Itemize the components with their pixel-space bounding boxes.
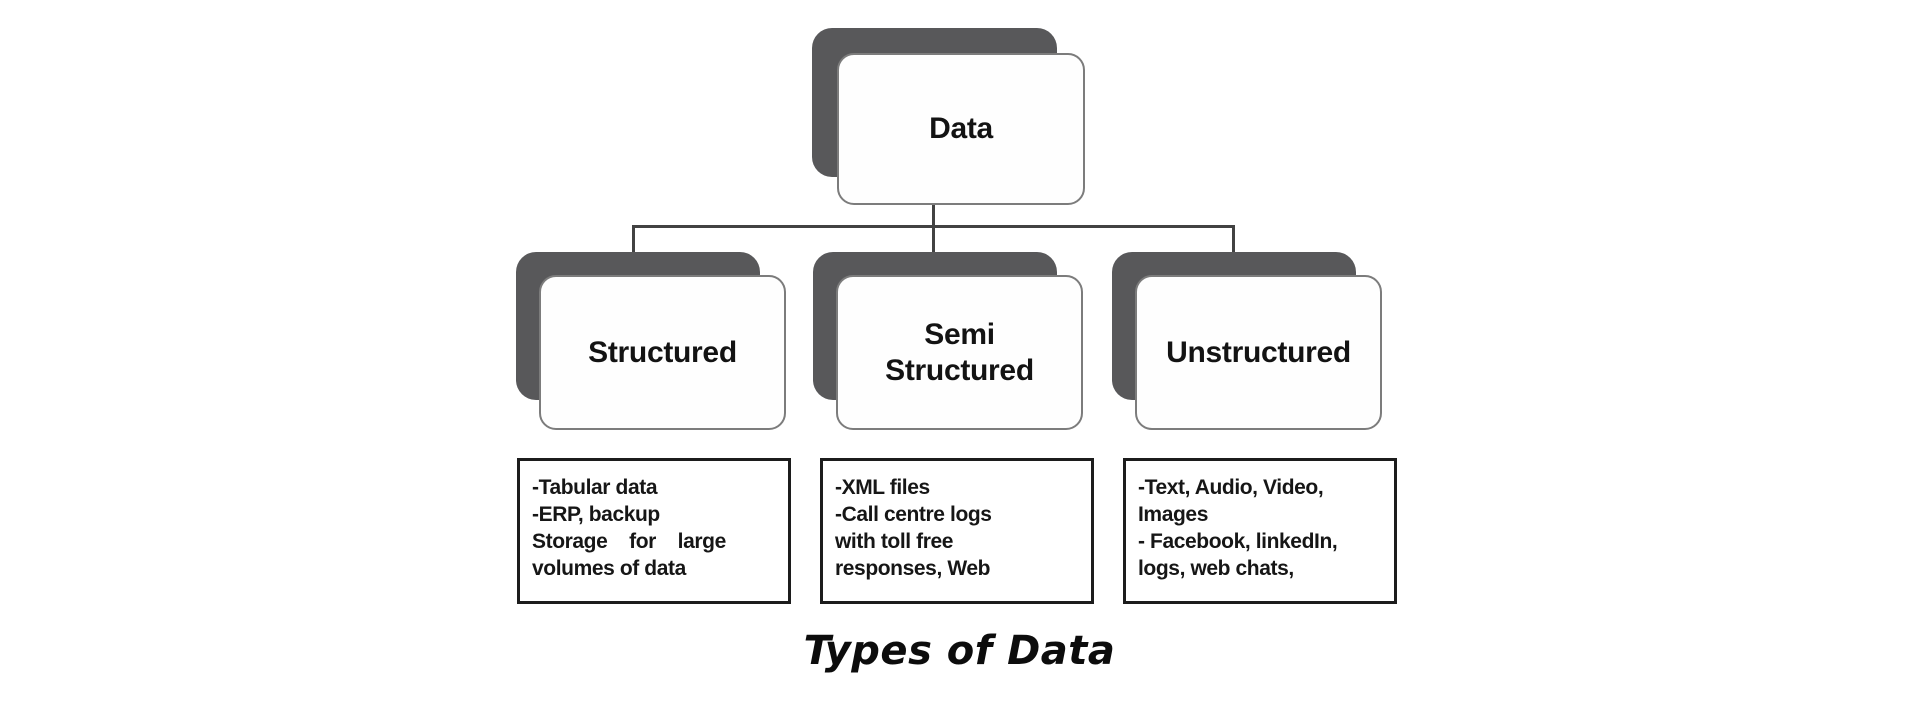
note-unstructured: -Text, Audio, Video, Images - Facebook, … (1123, 458, 1397, 604)
node-semi-structured-label: Semi Structured (885, 317, 1034, 387)
note-semi-structured-text: -XML files -Call centre logs with toll f… (835, 476, 992, 580)
node-data: Data (812, 28, 1086, 206)
note-structured: -Tabular data -ERP, backup Storage for l… (517, 458, 791, 604)
note-unstructured-text: -Text, Audio, Video, Images - Facebook, … (1138, 476, 1338, 580)
node-structured: Structured (516, 252, 788, 431)
node-structured-label: Structured (588, 335, 737, 369)
note-structured-text: -Tabular data -ERP, backup Storage for l… (532, 476, 726, 580)
node-unstructured-label: Unstructured (1166, 335, 1351, 369)
note-semi-structured: -XML files -Call centre logs with toll f… (820, 458, 1094, 604)
node-data-card: Data (837, 53, 1085, 205)
node-unstructured: Unstructured (1112, 252, 1384, 431)
connector-horizontal (632, 225, 1235, 228)
connector-drop-left (632, 225, 635, 253)
node-structured-card: Structured (539, 275, 786, 430)
node-semi-structured-card: Semi Structured (836, 275, 1083, 430)
node-unstructured-card: Unstructured (1135, 275, 1382, 430)
node-semi-structured: Semi Structured (813, 252, 1085, 431)
connector-drop-right (1232, 225, 1235, 253)
node-data-label: Data (929, 112, 993, 145)
diagram-caption: Types of Data (803, 628, 1116, 674)
connector-stem (932, 205, 935, 254)
